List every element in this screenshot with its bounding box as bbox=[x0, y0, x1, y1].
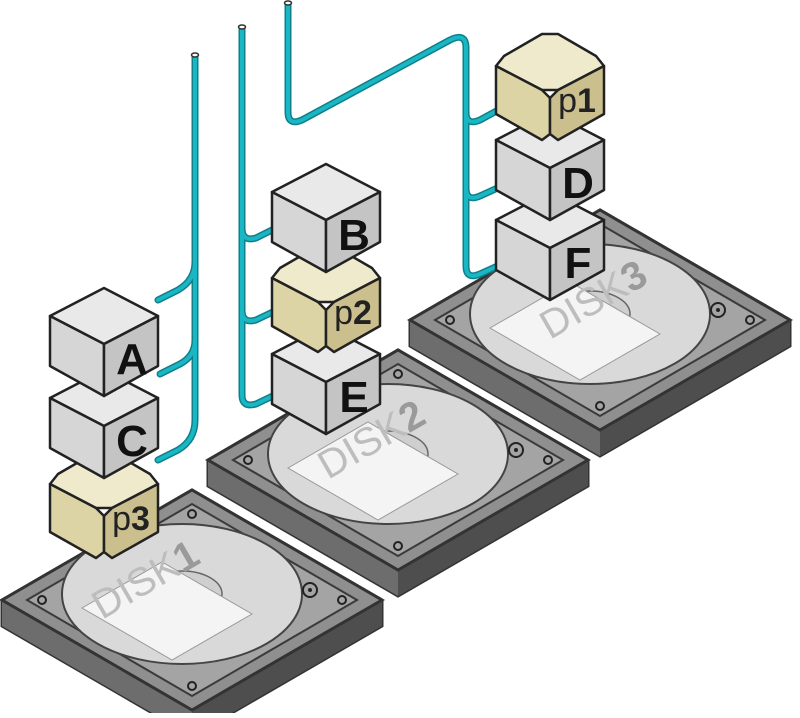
disk-1: DISK1 bbox=[0, 488, 384, 718]
block-e-label: E bbox=[339, 373, 368, 422]
block-b: B bbox=[270, 162, 382, 274]
block-d-label: D bbox=[562, 159, 594, 208]
parity-p2-label: p2 bbox=[334, 294, 372, 332]
parity-p1-label: p1 bbox=[558, 82, 596, 120]
block-a-label: A bbox=[116, 335, 148, 384]
block-f-label: F bbox=[565, 239, 592, 288]
block-b-label: B bbox=[338, 211, 370, 260]
parity-p2: p2 bbox=[270, 244, 382, 354]
parity-p3-label: p3 bbox=[112, 500, 150, 538]
block-c: C bbox=[48, 368, 160, 480]
parity-p1: p1 bbox=[494, 32, 606, 142]
data-cables bbox=[154, 0, 528, 464]
block-a: A bbox=[48, 286, 160, 398]
block-c-label: C bbox=[116, 417, 148, 466]
